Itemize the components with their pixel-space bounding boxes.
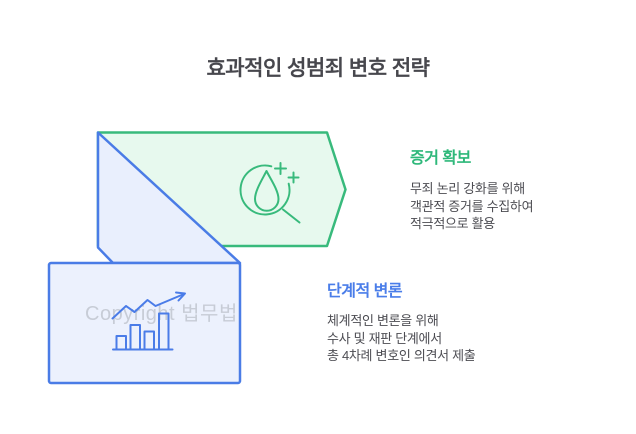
step2-line-1: 체계적인 변론을 위해 [327, 313, 439, 328]
step2-title: 단계적 변론 [327, 283, 403, 300]
bar-chart-growth-arrow-icon [111, 291, 186, 351]
step2-description: 체계적인 변론을 위해 수사 및 재판 단계에서 총 4차례 변호인 의견서 제… [327, 312, 476, 365]
step1-title: 증거 확보 [410, 150, 471, 167]
step2-line-2: 수사 및 재판 단계에서 [327, 330, 442, 346]
step1-line-2: 객관적 증거를 수집하여 [410, 198, 534, 214]
step1-description: 무죄 논리 강화를 위해 객관적 증거를 수집하여 적극적으로 활용 [410, 180, 534, 233]
page-title: 효과적인 성범죄 변호 전략 [206, 57, 430, 80]
step2-card-shape [47, 261, 242, 385]
step2-line-3: 총 4차례 변호인 의견서 제출 [327, 348, 476, 363]
step1-line-1: 무죄 논리 강화를 위해 [410, 181, 525, 196]
magnifier-droplet-sparkles-icon [239, 162, 301, 224]
step1-line-3: 적극적으로 활용 [410, 216, 495, 231]
